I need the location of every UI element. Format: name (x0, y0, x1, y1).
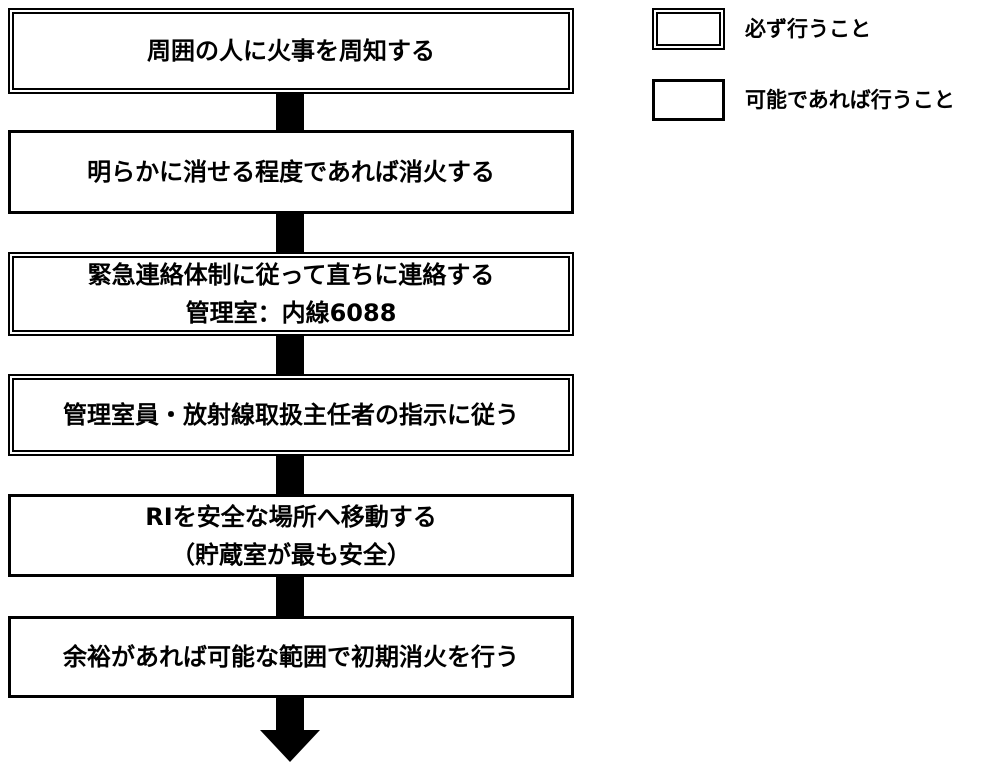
legend-swatch-single (652, 79, 725, 121)
flow-connector (276, 577, 304, 616)
step-text-line: 余裕があれば可能な範囲で初期消火を行う (63, 643, 519, 671)
flow-step-initial-firefighting: 余裕があれば可能な範囲で初期消火を行う (8, 616, 574, 698)
legend-label-optional: 可能であれば行うこと (745, 88, 955, 112)
step-text-line: 明らかに消せる程度であれば消火する (87, 158, 495, 186)
step-text-line: 管理室員・放射線取扱主任者の指示に従う (63, 401, 519, 429)
flow-step-notify-people: 周囲の人に火事を周知する (8, 8, 574, 94)
step-text-line: 周囲の人に火事を周知する (147, 37, 435, 65)
flow-connector (276, 94, 304, 130)
flow-step-extinguish-if-small: 明らかに消せる程度であれば消火する (8, 130, 574, 214)
flow-connector (276, 214, 304, 252)
flow-connector (276, 456, 304, 494)
step-text-line: （貯蔵室が最も安全） (171, 540, 411, 569)
step-text-line: 管理室：内線6088 (185, 299, 397, 327)
flow-connector (276, 336, 304, 374)
legend-swatch-double (652, 8, 725, 50)
legend-label-required: 必ず行うこと (745, 17, 871, 41)
step-text-line: RIを安全な場所へ移動する (145, 502, 437, 531)
flow-end-arrow-shaft (276, 698, 304, 732)
flow-step-follow-instructions: 管理室員・放射線取扱主任者の指示に従う (8, 374, 574, 456)
flow-end-arrow-head (260, 730, 320, 762)
flow-step-move-ri: RIを安全な場所へ移動する （貯蔵室が最も安全） (8, 494, 574, 577)
step-text-line: 緊急連絡体制に従って直ちに連絡する (87, 261, 495, 289)
flow-step-emergency-contact: 緊急連絡体制に従って直ちに連絡する 管理室：内線6088 (8, 252, 574, 336)
